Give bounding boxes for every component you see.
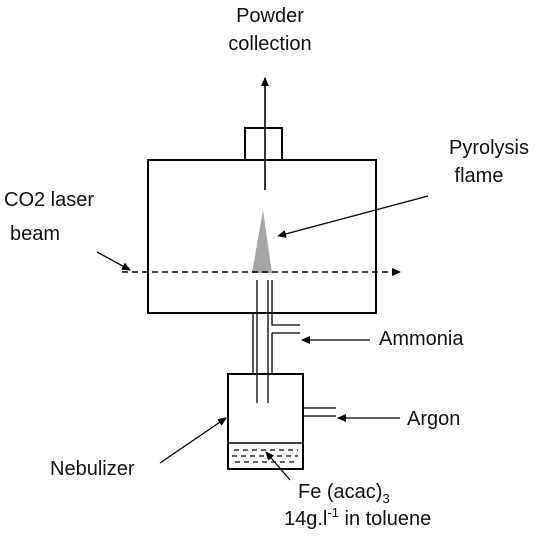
- liquid-dashes: [232, 449, 298, 463]
- powder-label-line2: collection: [228, 33, 311, 55]
- nebulizer-arrow: [159, 417, 227, 464]
- precursor-main: Fe (acac): [298, 481, 382, 503]
- pyrolysis-label-line1: Pyrolysis: [449, 137, 529, 159]
- concentration-superscript: -1: [327, 505, 339, 520]
- nebulizer-label: Nebulizer: [50, 458, 135, 480]
- concentration-rest: in toluene: [339, 508, 431, 530]
- laser-label-arrow: [96, 251, 131, 271]
- flame-label-arrow: [277, 195, 429, 238]
- ammonia-label: Ammonia: [379, 328, 464, 350]
- concentration-main: 14g.l: [284, 508, 327, 530]
- precursor-arrow: [265, 451, 291, 481]
- precursor-subscript: 3: [382, 491, 389, 506]
- laser-label-line1: CO2 laser: [4, 189, 94, 211]
- pyrolysis-flame: [252, 210, 272, 273]
- powder-label-line1: Powder: [236, 5, 304, 27]
- argon-inlet: [303, 407, 336, 417]
- reaction-chamber: [147, 159, 377, 314]
- argon-label: Argon: [407, 408, 460, 430]
- precursor-label: Fe (acac)3: [298, 481, 390, 506]
- pyrolysis-label-line2: flame: [455, 165, 504, 187]
- nebulizer-vessel: [227, 373, 304, 470]
- concentration-label: 14g.l-1 in toluene: [284, 505, 431, 530]
- collection-outlet: [244, 127, 283, 161]
- laser-label-line2: beam: [10, 223, 60, 245]
- ammonia-inlet: [271, 280, 300, 374]
